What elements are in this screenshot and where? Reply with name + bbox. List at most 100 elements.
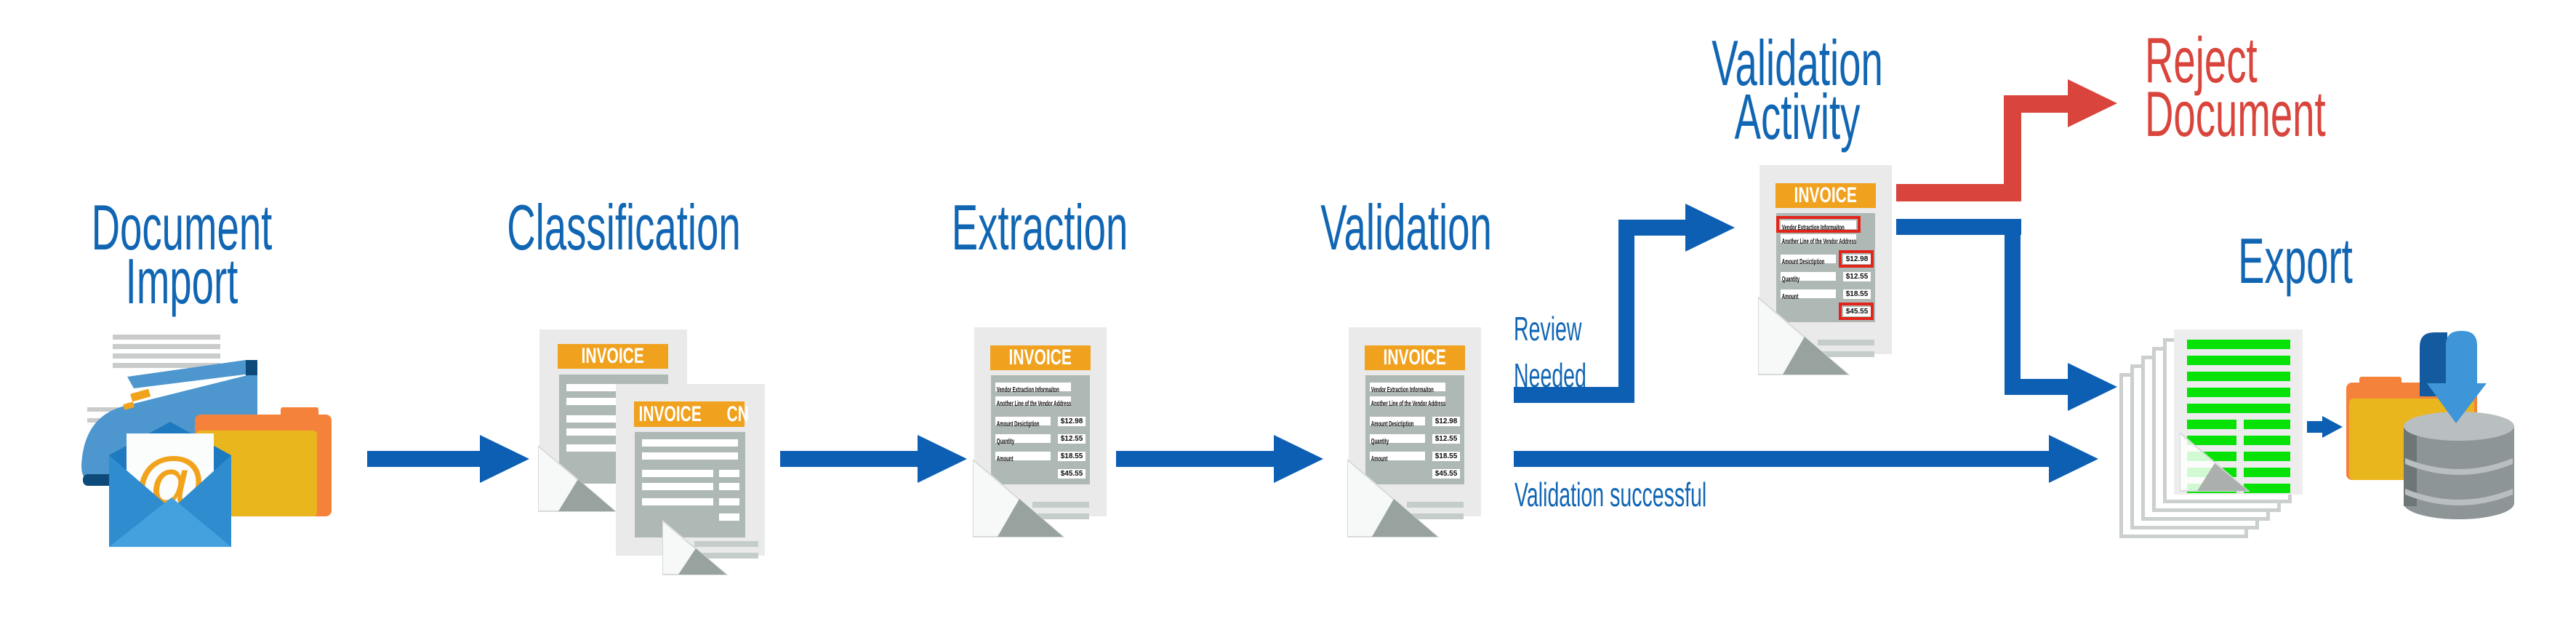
highlight-bar (2187, 388, 2290, 397)
invoice-field: Another Line of the Vendor Address (1370, 396, 1445, 408)
arrow-activity-export-seg3 (2005, 379, 2069, 395)
arrow-activity-export-seg1 (1896, 219, 2021, 235)
arrow-reject-head (2068, 79, 2117, 127)
highlight-bar (2187, 340, 2290, 349)
arrow-import-to-classification-head (480, 435, 529, 483)
validation-error-highlight (1776, 216, 1861, 233)
invoice-field: Vendor Extraction Informaiton (1781, 220, 1856, 232)
highlight-bar (2187, 356, 2290, 365)
invoice-field: Vendor Extraction Informaiton (1370, 383, 1445, 394)
invoice-field: Amount Desictiption (1370, 417, 1425, 428)
amount-cell (719, 513, 739, 521)
arrow-pages-to-storage-body (2307, 421, 2324, 433)
text-line (1818, 340, 1874, 345)
invoice-amount: $12.98 (1843, 255, 1871, 264)
invoice-amount: $12.98 (1058, 417, 1086, 426)
invoice-body: Vendor Extraction Informaiton Another Li… (1776, 213, 1875, 322)
stage-label-document-import: Document Import (47, 191, 317, 317)
page-fold (1347, 458, 1440, 537)
outcome-label-line: Reject (2145, 24, 2258, 96)
invoice-field: Another Line of the Vendor Address (995, 396, 1071, 408)
invoice-field: Amount Desictiption (1781, 255, 1836, 266)
text-line (1407, 502, 1464, 508)
invoice-body (635, 432, 745, 537)
stage-label-classification: Classification (507, 191, 741, 263)
validation-error-highlight (1839, 303, 1874, 320)
invoice-amount: $12.98 (1432, 417, 1460, 426)
invoice-amount-total: $45.55 (1058, 469, 1086, 479)
stage-label-line: Document (91, 191, 273, 263)
arrow-reject-seg3 (2004, 95, 2069, 113)
text-line (566, 444, 661, 452)
edge-label-review-needed: Review Needed (1514, 305, 1586, 399)
text-line (642, 439, 738, 447)
text-line (694, 541, 758, 547)
invoice-header: INVOICE (1365, 345, 1465, 370)
invoice-amount-total: $45.55 (1432, 469, 1460, 479)
arrow-review-needed-head (1685, 204, 1735, 252)
arrow-reject-seg1 (1896, 184, 2021, 201)
highlight-bar (2187, 436, 2236, 445)
stage-label-line: Activity (1734, 81, 1861, 153)
page-fold (538, 444, 617, 512)
text-line (566, 384, 661, 391)
edge-label-line: Review (1514, 310, 1582, 348)
validation-error-highlight (1839, 250, 1874, 268)
arrow-validation-successful-head (2049, 435, 2098, 483)
email-envelope-icon: @ (109, 422, 231, 547)
invoice-class-code: CN (726, 401, 749, 426)
text-line (1407, 513, 1464, 519)
text-line (566, 415, 661, 423)
text-line (566, 428, 661, 436)
text-line (1032, 502, 1089, 508)
invoice-field: Amount Desictiption (995, 417, 1051, 428)
page-fold (2180, 431, 2250, 492)
edge-label-validation-successful: Validation successful (1514, 476, 1707, 513)
page-fold (1758, 296, 1850, 375)
arrow-classification-to-extraction-head (918, 435, 967, 483)
arrow-pages-to-storage-head (2322, 416, 2343, 438)
invoice-amount: $18.55 (1843, 289, 1871, 299)
amount-cell (719, 470, 739, 477)
invoice-field: Vendor Extraction Informaiton (995, 383, 1071, 394)
invoice-amount-total: $45.55 (1843, 307, 1871, 316)
text-line (1818, 351, 1874, 357)
document-import-icon-cluster: @ (81, 330, 332, 547)
amount-cell (719, 498, 739, 505)
export-down-arrow-icon (2420, 331, 2487, 423)
invoice-field: Quantity (995, 434, 1051, 446)
invoice-body: Vendor Extraction Informaiton Another Li… (991, 375, 1090, 484)
arrow-extraction-to-validation-head (1274, 435, 1323, 483)
highlight-bar (2244, 420, 2290, 429)
highlight-bar (2244, 468, 2290, 477)
text-line (642, 483, 713, 490)
text-line (566, 398, 661, 405)
invoice-body: Vendor Extraction Informaiton Another Li… (1365, 375, 1464, 484)
stage-label-line: Validation (1712, 27, 1883, 99)
arrow-activity-export-seg2 (2005, 219, 2021, 395)
arrow-review-needed-seg2 (1618, 220, 1634, 403)
invoice-amount: $12.55 (1432, 434, 1460, 444)
invoice-field: Amount (995, 452, 1051, 463)
invoice-amount: $18.55 (1432, 452, 1460, 461)
stage-label-validation: Validation (1320, 191, 1492, 263)
invoice-header: INVOICE (558, 344, 668, 369)
outcome-label-line: Document (2145, 78, 2326, 150)
arrow-review-needed-seg3 (1618, 220, 1687, 236)
highlight-bar (2187, 372, 2290, 381)
stage-label-line: Import (125, 245, 238, 317)
invoice-amount: $12.55 (1058, 434, 1086, 444)
invoice-field: Amount (1781, 289, 1836, 301)
stage-label-extraction: Extraction (951, 191, 1128, 263)
database-icon (2404, 412, 2514, 519)
highlight-bar (2244, 436, 2290, 445)
stage-label-export: Export (2238, 225, 2353, 297)
invoice-field: Quantity (1370, 434, 1425, 446)
highlight-bar (2244, 484, 2290, 493)
arrow-activity-export-head (2068, 363, 2117, 411)
page-fold (662, 519, 729, 575)
